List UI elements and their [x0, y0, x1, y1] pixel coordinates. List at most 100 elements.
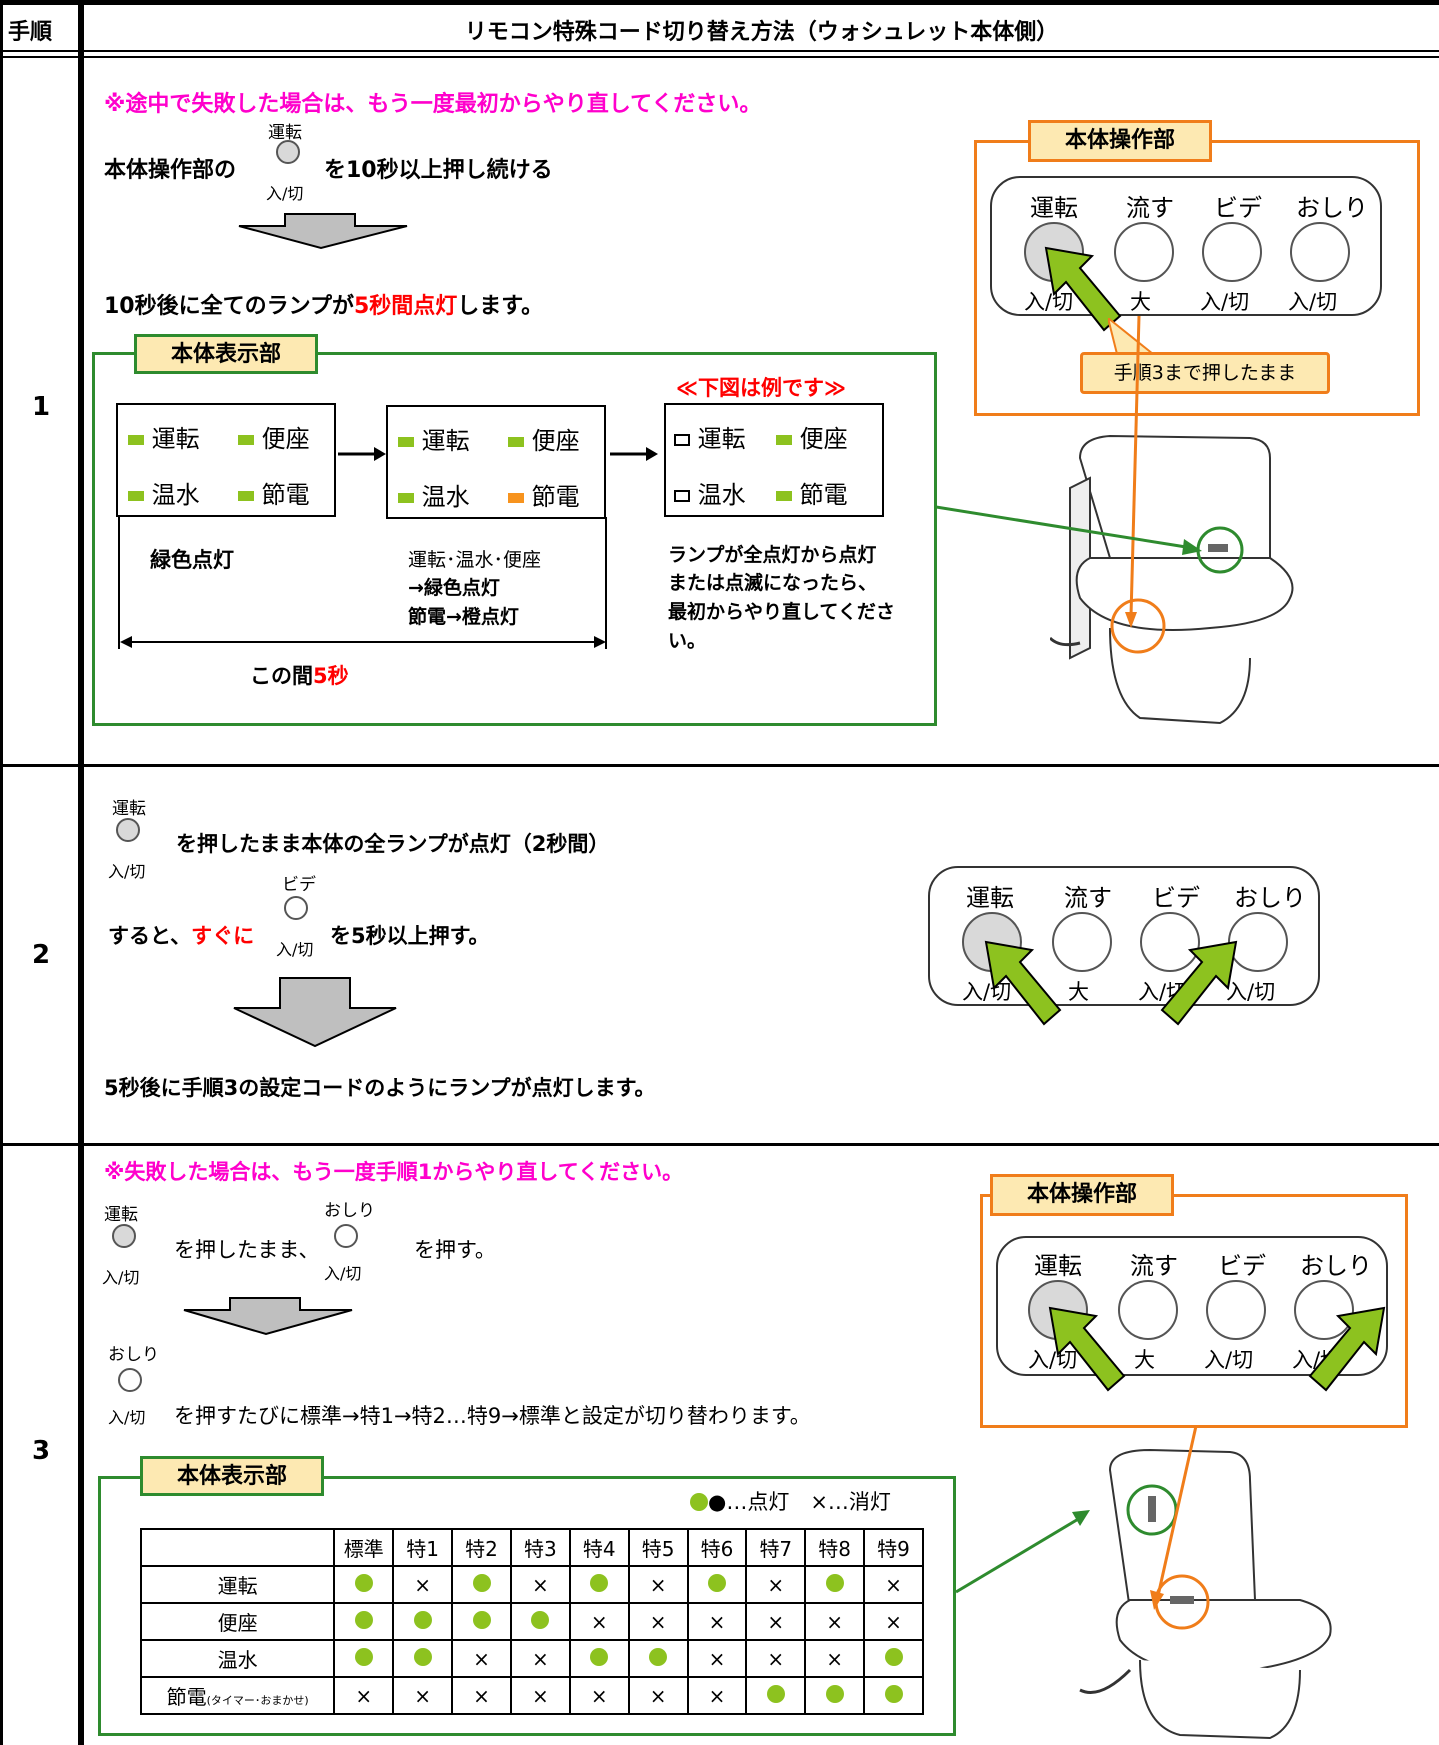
arrow-right-icon — [610, 447, 658, 461]
table-column-header: 特6 — [686, 1528, 748, 1567]
press-arrow-icon — [984, 940, 1062, 1026]
lamp-green-icon — [398, 493, 414, 503]
lamp-state-2: 運転 便座 温水 節電 — [386, 405, 606, 519]
row1-bottom-line — [0, 764, 1439, 767]
lamp-orange-icon — [508, 493, 524, 503]
green-leader-line — [956, 1510, 1090, 1594]
step1-nagasu-button[interactable] — [1114, 222, 1174, 282]
step2-oshiri-button[interactable] — [1228, 912, 1288, 972]
step3-panel-btn-3-top: ビデ — [1218, 1252, 1266, 1280]
step2-bide-button[interactable] — [1140, 912, 1200, 972]
lamp-on-icon — [884, 1684, 903, 1703]
step1-display-tag: 本体表示部 — [134, 334, 318, 374]
step3-nagasu-button[interactable] — [1118, 1280, 1178, 1340]
lamp-off-cell: × — [509, 1639, 571, 1678]
step3-panel-tag: 本体操作部 — [990, 1174, 1174, 1216]
lamp-on-cell — [509, 1602, 571, 1641]
lamp-on-cell — [392, 1602, 454, 1641]
lamp-off-cell: × — [863, 1602, 924, 1641]
lamp-on-cell — [333, 1565, 395, 1604]
row2-bottom-line — [0, 1143, 1439, 1146]
lamp-on-icon — [354, 1647, 373, 1666]
step2-bide-top-label: ビデ — [282, 875, 316, 895]
fail-note-2: または点滅になったら、 — [668, 572, 878, 594]
fail-note-1: ランプが全点灯から点灯 — [668, 544, 877, 566]
press-arrow-icon — [1308, 1306, 1386, 1392]
border-left — [0, 0, 3, 1745]
table-row-label: 節電(タイマー･おまかせ) — [139, 1676, 336, 1715]
lamp-on-icon — [590, 1573, 609, 1592]
lamp-state-1: 運転 便座 温水 節電 — [116, 403, 336, 517]
step1-panel-tag: 本体操作部 — [1028, 120, 1212, 162]
step2-nagasu-button[interactable] — [1052, 912, 1112, 972]
lamp-on-cell — [863, 1676, 924, 1715]
header-bottom-line-2 — [0, 56, 1439, 58]
step3-oshiri-bottom-label: 入/切 — [324, 1264, 362, 1283]
step2-btn-bottom-label: 入/切 — [108, 862, 146, 881]
lamp-off-cell: × — [745, 1565, 807, 1604]
lamp-on-cell — [804, 1676, 866, 1715]
lamp-off-cell: × — [627, 1676, 689, 1715]
interval-arrow-icon — [120, 636, 606, 648]
table-column-header: 特9 — [863, 1528, 924, 1567]
step1-oshiri-button[interactable] — [1290, 222, 1350, 282]
lamp-on-cell — [568, 1565, 630, 1604]
interval-bracket-left — [118, 517, 120, 649]
lamp-off-cell: × — [627, 1565, 689, 1604]
table-row-label: 便座 — [139, 1602, 336, 1641]
table-column-header: 特3 — [509, 1528, 571, 1567]
table-row: 便座×××××× — [139, 1602, 924, 1641]
step1-panel-btn-1-bottom: 入/切 — [1024, 290, 1074, 314]
lamp-on-cell — [804, 1565, 866, 1604]
fail-note-3: 最初からやり直してくださ — [668, 601, 895, 623]
lamp-off-cell: × — [804, 1639, 866, 1678]
table-column-header: 標準 — [333, 1528, 395, 1567]
step1-instruction-post: を10秒以上押し続ける — [324, 158, 553, 183]
step3-bide-button[interactable] — [1206, 1280, 1266, 1340]
step3-oshiri-button-icon — [334, 1224, 358, 1248]
step3-panel-btn-4-top: おしり — [1300, 1252, 1372, 1280]
state2-line1: 運転･温水･便座 — [408, 549, 542, 571]
step2-unten-button-icon — [116, 818, 140, 842]
lamp-on-legend-icon — [690, 1493, 708, 1511]
table-column-header: 特2 — [451, 1528, 512, 1567]
lamp-on-cell — [568, 1639, 630, 1678]
step1-bide-button[interactable] — [1202, 222, 1262, 282]
orange-leader-line — [1150, 1426, 1198, 1610]
border-top — [0, 0, 1439, 5]
lamp-green-icon — [238, 435, 254, 445]
lamp-on-icon — [413, 1610, 432, 1629]
step3-display-frame — [98, 1476, 956, 1736]
table-column-header: 特4 — [568, 1528, 630, 1567]
step3-oshiri-button[interactable] — [1294, 1280, 1354, 1340]
step1-display-frame — [92, 352, 937, 726]
table-column-header: 特5 — [627, 1528, 689, 1567]
step2-bide-button-icon — [284, 896, 308, 920]
lamp-off-cell: × — [568, 1602, 630, 1641]
table-row-label: 温水 — [139, 1639, 336, 1678]
toilet-illustration-2 — [1079, 1448, 1332, 1740]
step2-line1: を押したまま本体の全ランプが点灯（2秒間） — [176, 832, 610, 856]
lamp-on-icon — [354, 1610, 373, 1629]
interval-label: この間5秒 — [250, 664, 349, 688]
step2-line2: すると、すぐに — [108, 924, 255, 948]
step3-panel-btn-3-bottom: 入/切 — [1204, 1348, 1254, 1372]
step3-warning: ※失敗した場合は、もう一度手順1からやり直してください。 — [104, 1160, 684, 1184]
legend: ●…点灯 ×…消灯 — [690, 1486, 891, 1516]
lamp-on-icon — [884, 1647, 903, 1666]
lamp-state-3: 運転 便座 温水 節電 — [664, 403, 884, 517]
step1-panel-btn-3-bottom: 入/切 — [1200, 290, 1250, 314]
step3-unten-button-icon — [112, 1224, 136, 1248]
step1-panel-btn-3-top: ビデ — [1214, 194, 1262, 222]
lamp-off-cell: × — [509, 1565, 571, 1604]
step3-line2: を押すたびに標準→特1→特2…特9→標準と設定が切り替わります。 — [174, 1404, 811, 1428]
step3-panel-btn-2-bottom: 大 — [1134, 1348, 1155, 1372]
table-row: 運転××××× — [139, 1565, 924, 1604]
lamp-on-cell — [745, 1676, 807, 1715]
step2-bide-bottom-label: 入/切 — [276, 940, 314, 959]
lamp-on-icon — [825, 1684, 844, 1703]
step1-panel-btn-4-top: おしり — [1296, 194, 1368, 222]
step2-panel-btn-2-bottom: 大 — [1068, 980, 1089, 1004]
step3-display-tag: 本体表示部 — [140, 1456, 324, 1496]
